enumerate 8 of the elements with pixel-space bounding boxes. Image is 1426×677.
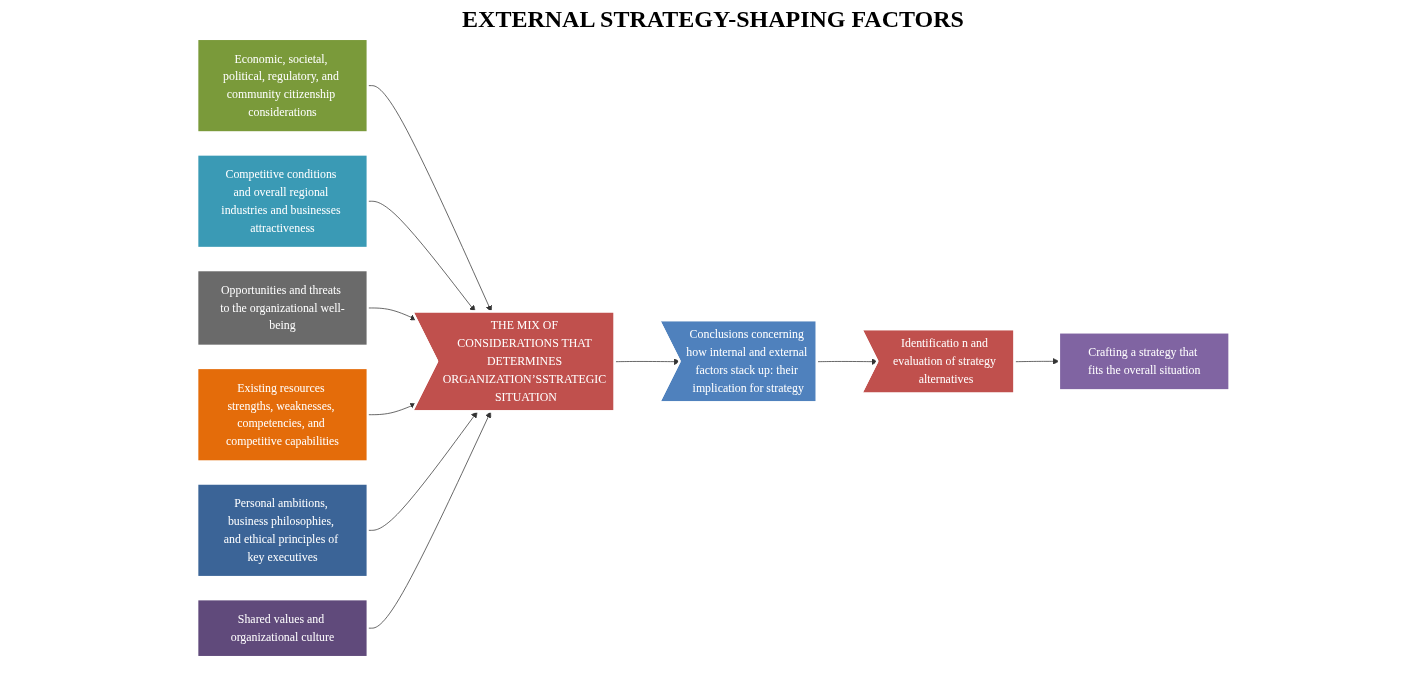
node-box: Economic, societal, political, regulatory, and community citizenship considerations xyxy=(195,37,369,134)
node-box: Opportunities and threats to the organizational well-being xyxy=(195,269,369,347)
node-box: Shared values and organizational culture xyxy=(195,598,369,659)
node-box: Crafting a strategy that fits the overall situation xyxy=(1057,331,1231,392)
diagram-title: EXTERNAL STRATEGY-SHAPING FACTORS xyxy=(461,6,965,33)
node-box: Existing resources strengths, weaknesses, competencies, and competitive capabilities xyxy=(195,366,369,463)
node-box: Competitive conditions and overall regional industries and businesses attractiveness xyxy=(195,153,369,250)
node-box: Personal ambitions, business philosophies, and ethical principles of key executives xyxy=(195,482,369,579)
